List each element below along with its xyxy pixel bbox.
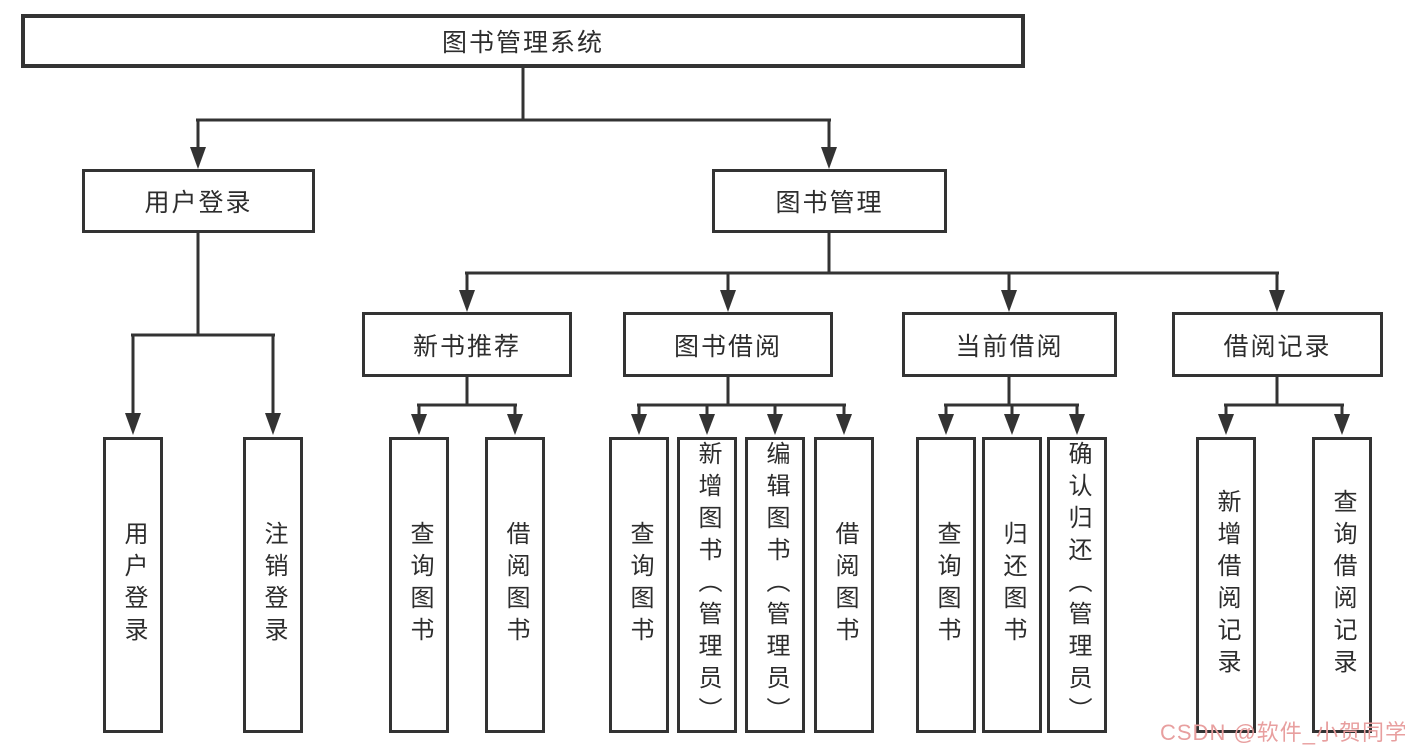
node-leaf-cb-return-books: 归还图书	[982, 437, 1042, 733]
node-leaf-cb-confirm-return: 确认归还（管理员）	[1047, 437, 1107, 733]
node-book-borrow: 图书借阅	[623, 312, 833, 377]
csdn-watermark: CSDN @软件_小贺同学	[1160, 720, 1405, 745]
node-leaf-logout: 注销登录	[243, 437, 303, 733]
node-user-login-branch-label: 用户登录	[144, 189, 253, 217]
node-book-mgmt-branch-label: 图书管理	[775, 189, 884, 217]
node-leaf-cb-query-books-label: 查询图书	[933, 521, 960, 649]
node-leaf-bb-add-books: 新增图书（管理员）	[677, 437, 737, 733]
node-book-mgmt-branch: 图书管理	[712, 169, 947, 233]
node-leaf-bb-add-books-label: 新增图书（管理员）	[694, 441, 721, 729]
node-leaf-nbr-borrow-books-label: 借阅图书	[502, 521, 529, 649]
node-leaf-logout-label: 注销登录	[260, 521, 287, 649]
node-current-borrow-label: 当前借阅	[955, 332, 1064, 361]
node-leaf-cb-return-books-label: 归还图书	[999, 521, 1026, 649]
node-leaf-user-login-label: 用户登录	[120, 521, 147, 649]
node-leaf-br-add-record-label: 新增借阅记录	[1213, 489, 1240, 681]
node-leaf-br-query-record-label: 查询借阅记录	[1329, 489, 1356, 681]
node-leaf-nbr-query-books-label: 查询图书	[406, 521, 433, 649]
node-leaf-nbr-query-books: 查询图书	[389, 437, 449, 733]
node-root-label: 图书管理系统	[441, 29, 604, 57]
node-leaf-nbr-borrow-books: 借阅图书	[485, 437, 545, 733]
node-leaf-cb-query-books: 查询图书	[916, 437, 976, 733]
node-new-book-rec-label: 新书推荐	[412, 332, 521, 361]
node-leaf-bb-query-books: 查询图书	[609, 437, 669, 733]
node-leaf-bb-borrow-books-label: 借阅图书	[831, 521, 858, 649]
node-book-borrow-label: 图书借阅	[673, 332, 782, 361]
node-current-borrow: 当前借阅	[902, 312, 1117, 377]
node-new-book-rec: 新书推荐	[362, 312, 572, 377]
node-leaf-cb-confirm-return-label: 确认归还（管理员）	[1064, 441, 1091, 729]
node-leaf-bb-query-books-label: 查询图书	[626, 521, 653, 649]
node-root: 图书管理系统	[21, 14, 1025, 68]
node-user-login-branch: 用户登录	[82, 169, 315, 233]
node-leaf-br-query-record: 查询借阅记录	[1312, 437, 1372, 733]
node-leaf-bb-edit-books-label: 编辑图书（管理员）	[762, 441, 789, 729]
node-leaf-user-login: 用户登录	[103, 437, 163, 733]
node-leaf-bb-edit-books: 编辑图书（管理员）	[745, 437, 805, 733]
node-borrow-records: 借阅记录	[1172, 312, 1383, 377]
node-leaf-bb-borrow-books: 借阅图书	[814, 437, 874, 733]
node-borrow-records-label: 借阅记录	[1223, 332, 1332, 361]
node-leaf-br-add-record: 新增借阅记录	[1196, 437, 1256, 733]
